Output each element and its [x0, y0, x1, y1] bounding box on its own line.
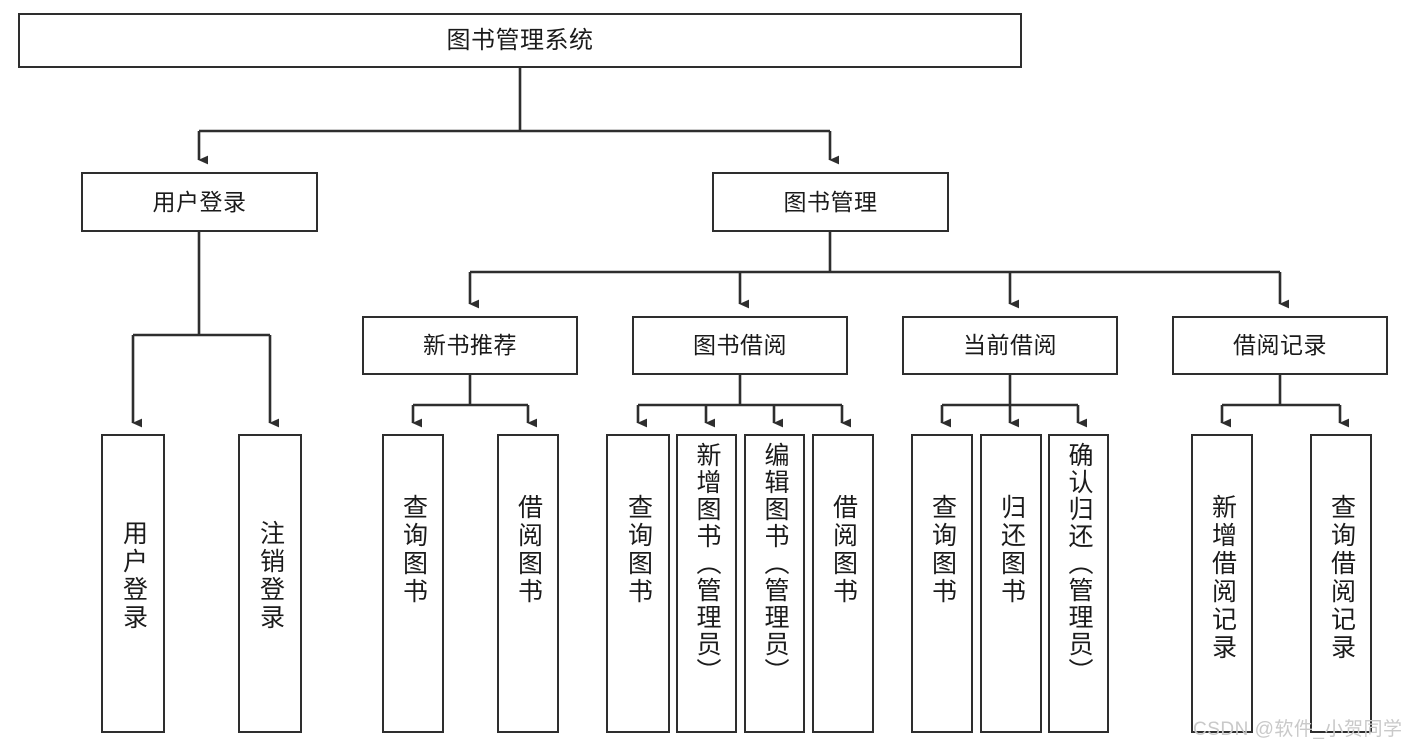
leaf-query-borrow-record-label: 查询借阅记录 [1327, 494, 1356, 662]
leaf-add-book-label: 新增图书（管理员） [693, 442, 721, 685]
node-user-login-label: 用户登录 [152, 188, 247, 215]
leaf-return-book-label: 归还图书 [997, 494, 1026, 606]
leaf-user-login-label: 用户登录 [119, 520, 148, 632]
leaf-borrow-book-recommend[interactable]: 借阅图书 [497, 434, 559, 733]
leaf-query-book-current[interactable]: 查询图书 [911, 434, 973, 733]
node-book-borrow-label: 图书借阅 [693, 332, 787, 359]
leaf-user-login[interactable]: 用户登录 [101, 434, 165, 733]
node-root[interactable]: 图书管理系统 [18, 13, 1022, 68]
leaf-logout[interactable]: 注销登录 [238, 434, 302, 733]
node-user-login[interactable]: 用户登录 [81, 172, 318, 232]
leaf-query-book-borrow-label: 查询图书 [624, 494, 653, 606]
leaf-add-borrow-record-label: 新增借阅记录 [1208, 494, 1237, 662]
leaf-query-borrow-record[interactable]: 查询借阅记录 [1310, 434, 1372, 733]
leaf-query-book-borrow[interactable]: 查询图书 [606, 434, 670, 733]
leaf-edit-book-label: 编辑图书（管理员） [761, 442, 789, 685]
node-root-label: 图书管理系统 [446, 26, 594, 54]
node-current-borrow-label: 当前借阅 [963, 332, 1057, 359]
leaf-return-book[interactable]: 归还图书 [980, 434, 1042, 733]
node-book-borrow[interactable]: 图书借阅 [632, 316, 848, 375]
watermark: CSDN @软件_小贺同学 [1193, 719, 1403, 740]
node-book-management-label: 图书管理 [783, 188, 878, 215]
node-new-book-recommend[interactable]: 新书推荐 [362, 316, 578, 375]
node-new-book-recommend-label: 新书推荐 [423, 332, 517, 359]
leaf-confirm-return-label: 确认归还（管理员） [1065, 442, 1093, 685]
leaf-logout-label: 注销登录 [256, 520, 285, 632]
leaf-confirm-return[interactable]: 确认归还（管理员） [1048, 434, 1109, 733]
leaf-borrow-book[interactable]: 借阅图书 [812, 434, 874, 733]
leaf-query-book-recommend-label: 查询图书 [399, 494, 428, 606]
leaf-add-borrow-record[interactable]: 新增借阅记录 [1191, 434, 1253, 733]
leaf-borrow-book-label: 借阅图书 [829, 494, 858, 606]
leaf-query-book-recommend[interactable]: 查询图书 [382, 434, 444, 733]
leaf-query-book-current-label: 查询图书 [928, 494, 957, 606]
node-book-management[interactable]: 图书管理 [712, 172, 949, 232]
node-borrow-record-label: 借阅记录 [1233, 332, 1327, 359]
leaf-add-book[interactable]: 新增图书（管理员） [676, 434, 737, 733]
node-borrow-record[interactable]: 借阅记录 [1172, 316, 1388, 375]
leaf-edit-book[interactable]: 编辑图书（管理员） [744, 434, 805, 733]
node-current-borrow[interactable]: 当前借阅 [902, 316, 1118, 375]
leaf-borrow-book-recommend-label: 借阅图书 [514, 494, 543, 606]
